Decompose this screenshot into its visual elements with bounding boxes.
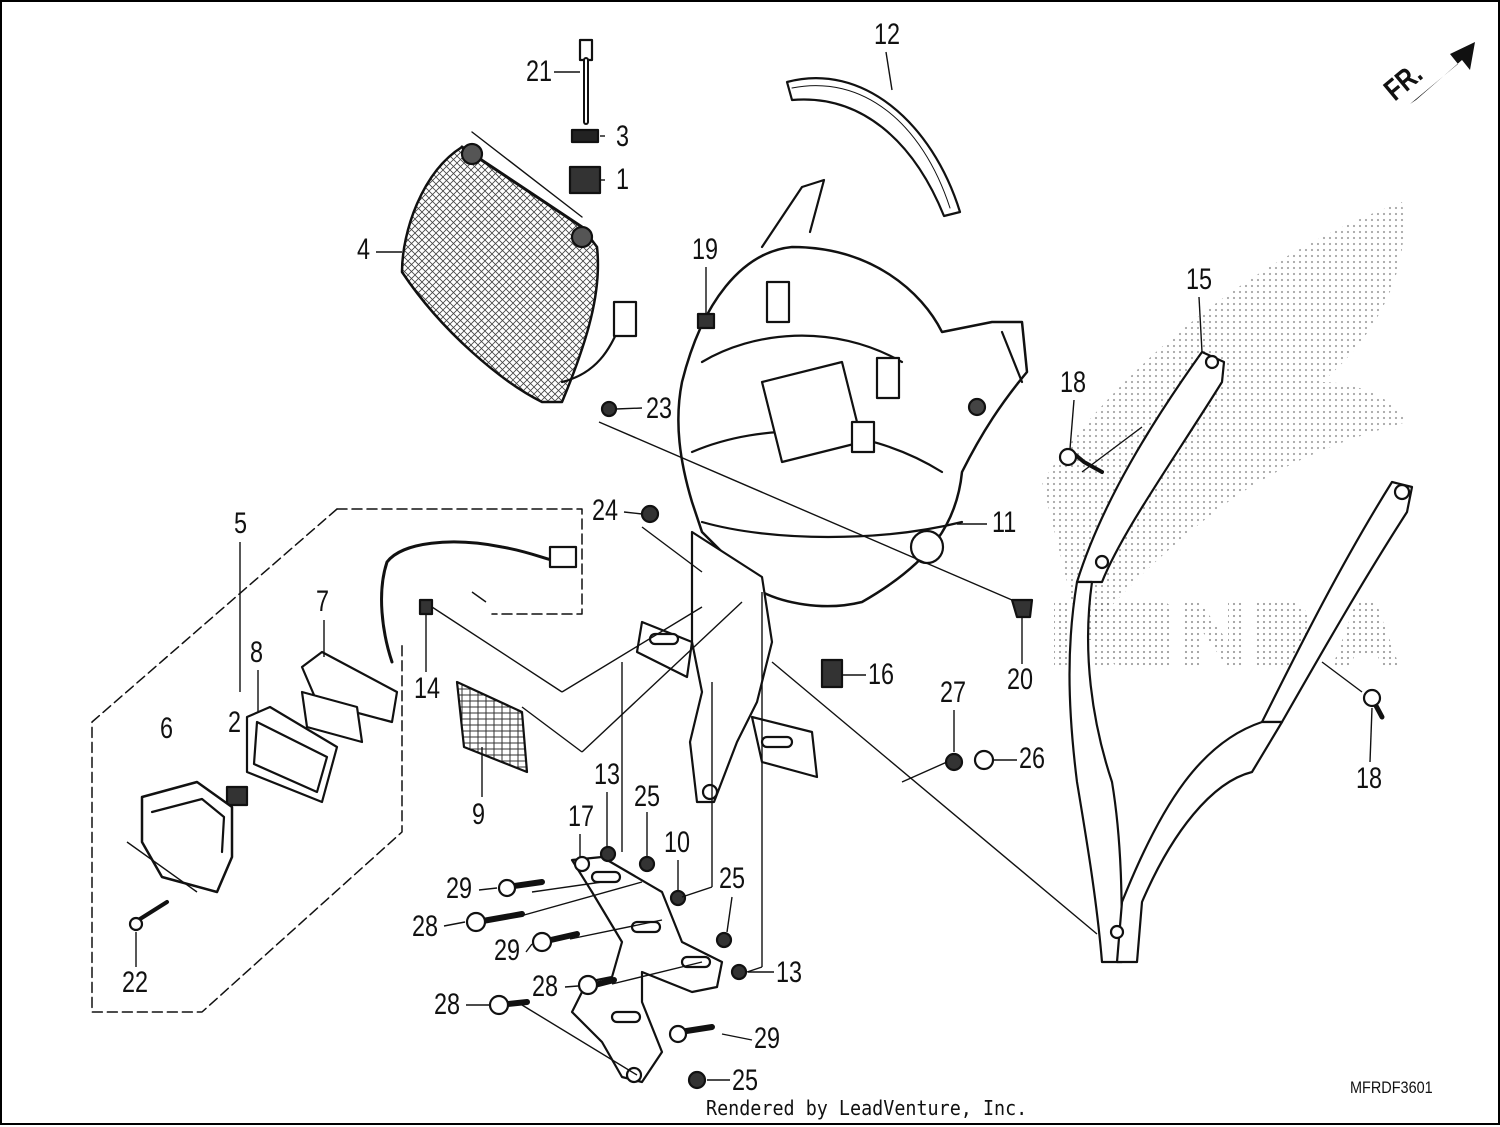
callout-26: 26 <box>1019 742 1046 775</box>
callout-18: 18 <box>1060 366 1087 399</box>
callout-9: 9 <box>472 798 486 831</box>
hardware-parts <box>418 312 1385 1090</box>
side-bracket-upper <box>1075 350 1226 584</box>
callout-24: 24 <box>592 494 619 527</box>
callout-28: 28 <box>532 970 559 1003</box>
callout-4: 4 <box>357 233 371 266</box>
callout-27: 27 <box>940 676 967 709</box>
callout-3: 3 <box>616 120 630 153</box>
callout-25: 25 <box>634 780 661 813</box>
leader-lines <box>126 51 1373 1081</box>
callout-10: 10 <box>664 826 691 859</box>
callout-25: 25 <box>732 1064 759 1097</box>
callout-13: 13 <box>776 956 803 989</box>
callout-1: 1 <box>616 163 630 196</box>
callout-18: 18 <box>1356 762 1383 795</box>
callout-16: 16 <box>868 658 895 691</box>
callout-7: 7 <box>316 585 330 618</box>
callout-23: 23 <box>646 392 673 425</box>
callout-6: 6 <box>160 712 174 745</box>
callout-22: 22 <box>122 966 149 999</box>
tail-lamp <box>400 142 638 404</box>
callout-29: 29 <box>446 872 473 905</box>
rear-fender-housing <box>677 178 1029 608</box>
callout-8: 8 <box>250 636 264 669</box>
callout-13: 13 <box>594 758 621 791</box>
callout-12: 12 <box>874 18 901 51</box>
callout-28: 28 <box>434 988 461 1021</box>
callout-2: 2 <box>228 706 242 739</box>
callout-15: 15 <box>1186 263 1213 296</box>
reflector <box>455 680 529 774</box>
callout-29: 29 <box>494 934 521 967</box>
callout-11: 11 <box>992 506 1017 539</box>
callout-28: 28 <box>412 910 439 943</box>
callout-5: 5 <box>234 507 248 540</box>
license-bracket <box>570 855 724 1084</box>
callout-17: 17 <box>568 800 595 833</box>
render-credit: Rendered by LeadVenture, Inc. <box>706 1096 1028 1120</box>
callout-29: 29 <box>754 1022 781 1055</box>
callout-20: 20 <box>1007 663 1034 696</box>
callout-25: 25 <box>719 862 746 895</box>
front-direction-arrow-icon <box>1410 42 1475 104</box>
callout-14: 14 <box>414 672 441 705</box>
callout-21: 21 <box>526 55 553 88</box>
callout-19: 19 <box>692 233 719 266</box>
side-bracket-lower <box>1068 480 1414 964</box>
diagram-code: MFRDF3601 <box>1350 1078 1433 1097</box>
trim-strip <box>785 77 962 218</box>
